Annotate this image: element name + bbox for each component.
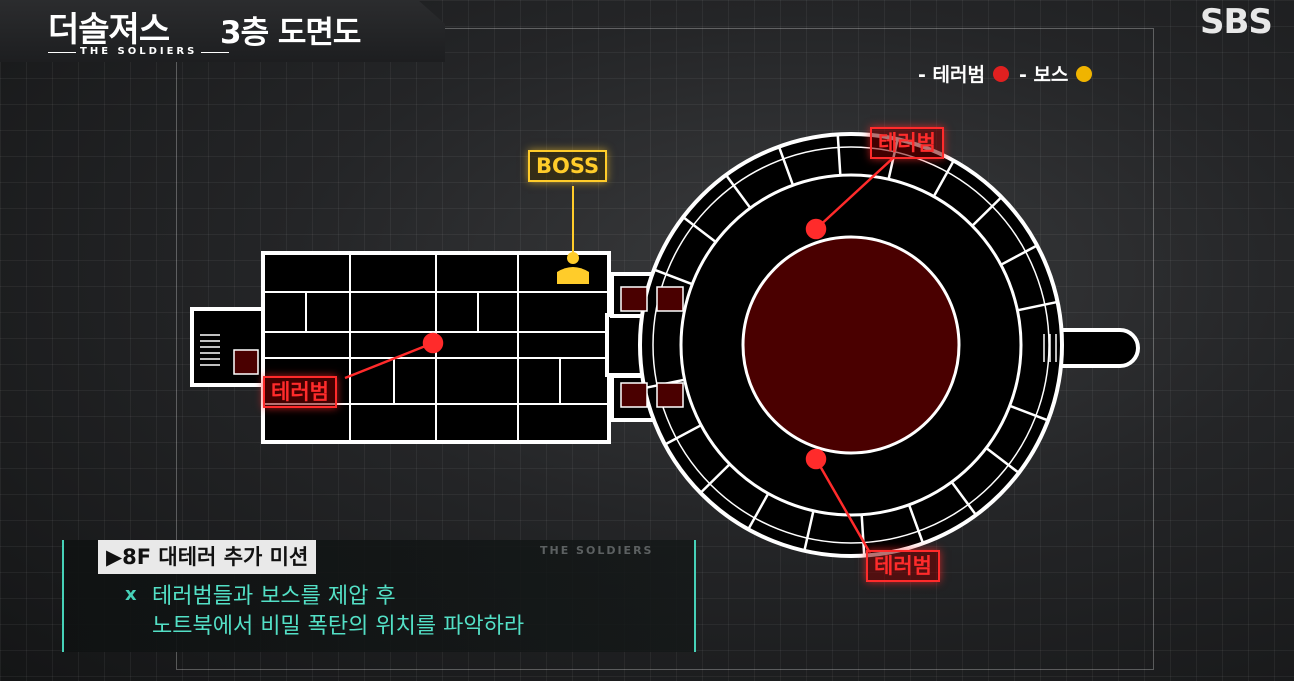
floor-plan-title: 3층 도면도 (220, 15, 361, 51)
mission-watermark: THE SOLDIERS (540, 544, 654, 557)
mission-bullet-icon: x (125, 584, 137, 605)
boss-marker (557, 186, 589, 284)
legend-terrorist-label: - 테러범 (918, 64, 985, 86)
west-stairs (200, 334, 220, 366)
central-atrium (741, 235, 961, 455)
room-divider (985, 447, 1020, 474)
mission-text-line-2: 노트북에서 비밀 폭탄의 위치를 파악하라 (152, 614, 525, 639)
broadcaster-logo: SBS (1200, 2, 1273, 42)
room-divider (682, 216, 717, 243)
title-plate (0, 0, 445, 62)
boss-dot-icon (1076, 65, 1093, 82)
room-divider (1000, 244, 1038, 266)
room-divider (932, 160, 955, 198)
inner-corridor-ring (679, 173, 1023, 517)
room-divider (747, 492, 770, 530)
room-divider (699, 463, 731, 494)
mission-text-line-1: 테러범들과 보스를 제압 후 (152, 584, 396, 609)
room-divider (971, 196, 1003, 227)
mission-title: ▶8F 대테러 추가 미션 (98, 540, 317, 574)
room-divider (907, 504, 925, 544)
boss-label: BOSS (528, 150, 608, 182)
map-frame (176, 28, 1154, 670)
show-logo-subtitle: THE SOLDIERS (47, 46, 230, 57)
terrorist-south-dot (805, 448, 827, 470)
east-stairs (1043, 334, 1063, 362)
room-divider (664, 424, 702, 446)
terrorist-dot-icon (992, 65, 1009, 82)
terrorist-label-south: 테러범 (866, 550, 940, 582)
terrorist-label-north: 테러범 (870, 127, 944, 159)
terrorist-north-dot (805, 218, 827, 240)
room-divider (1009, 404, 1049, 422)
room-divider (725, 174, 752, 209)
room-divider (803, 510, 815, 552)
legend: - 테러범 - 보스 (918, 60, 1102, 87)
room-divider (777, 146, 795, 186)
room-divider (653, 268, 693, 286)
terrorist-label-west: 테러범 (263, 376, 337, 408)
room-divider (860, 514, 866, 556)
room-divider (1017, 300, 1058, 312)
legend-boss-label: - 보스 (1018, 64, 1069, 86)
room-divider (950, 481, 977, 516)
room-divider (836, 134, 842, 176)
show-logo: 더솔져스 (48, 10, 170, 50)
terrorist-west-dot (422, 332, 444, 354)
